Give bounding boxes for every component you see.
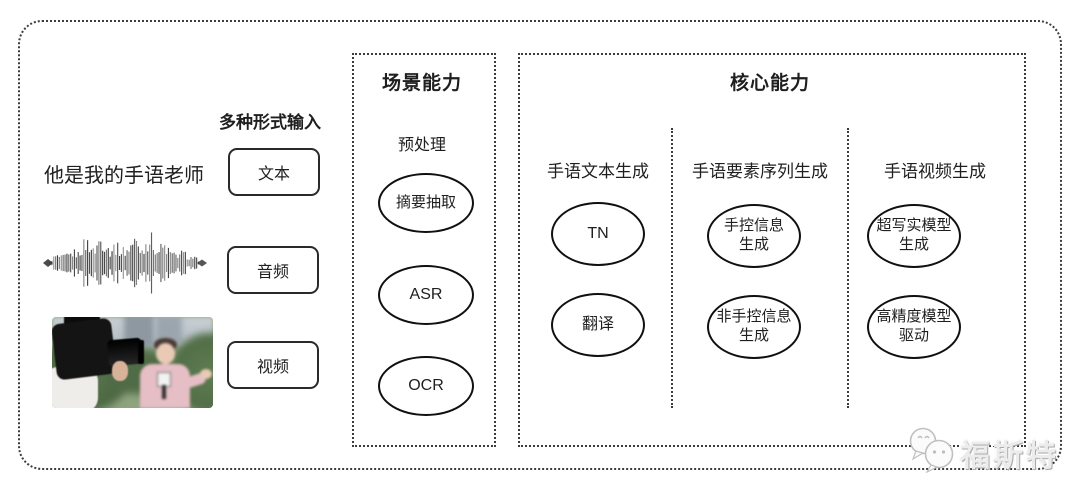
node-summary-extraction: 摘要抽取 [378,173,474,233]
photo-reporter-head-shape [156,343,175,364]
photo-cameraman-hand-shape [112,361,128,381]
sample-sentence-text: 他是我的手语老师 [44,165,204,187]
watermark-text: 福斯特 [960,440,1059,473]
node-hyperrealistic-model-generation: 超写实模型 生成 [867,204,961,268]
input-section-title: 多种形式输入 [219,113,321,132]
chat-bubbles-icon [909,427,954,473]
photo-microphone-handle-shape [162,385,166,399]
input-type-video-label: 视频 [256,359,289,376]
node-ocr: OCR [378,356,474,416]
node-high-precision-model-driving: 高精度模型 驱动 [867,295,961,359]
scene-capability-title: 场景能力 [381,73,462,94]
photo-camera-lens-ring-shape [138,340,144,364]
input-type-text-label: 文本 [257,166,290,183]
node-manual-info-generation: 手控信息 生成 [707,204,801,268]
column-header-element-sequence-generation: 手语要素序列生成 [692,162,828,181]
input-type-audio-node: 音频 [227,246,319,294]
core-capability-title: 核心能力 [729,73,810,94]
node-non-manual-info-generation: 非手控信息 生成 [707,295,801,359]
node-translation: 翻译 [551,293,645,357]
input-type-video-node: 视频 [227,341,319,389]
core-capability-box [518,53,1026,447]
input-type-text-node: 文本 [228,148,320,196]
column-header-text-generation: 手语文本生成 [547,162,649,181]
column-header-video-generation: 手语视频生成 [884,162,986,181]
node-tn: TN [551,202,645,266]
video-thumbnail-image [52,317,213,408]
node-asr: ASR [378,265,474,325]
outer-dashed-border [18,20,1062,470]
column-divider [847,128,849,408]
scene-capability-box [352,53,496,447]
preprocessing-label: 预处理 [397,137,446,154]
photo-reporter-hand-shape [200,369,212,379]
input-type-audio-label: 音频 [256,264,289,281]
audio-waveform-icon [43,232,207,294]
column-divider [671,128,673,408]
